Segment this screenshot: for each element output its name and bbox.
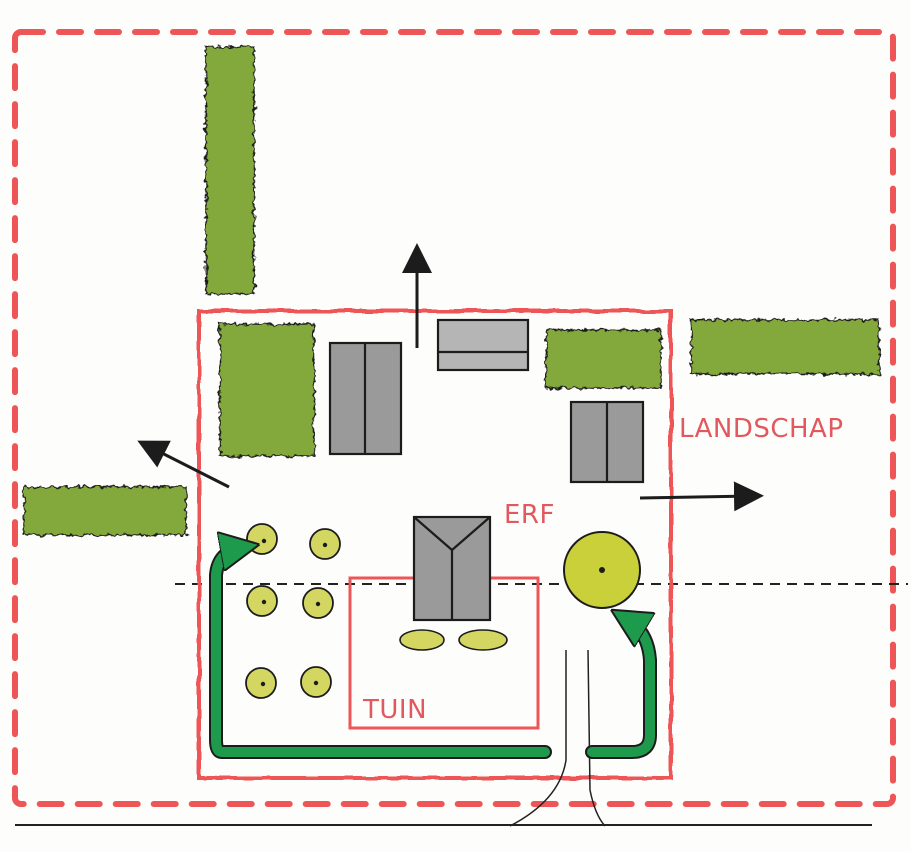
arrow-west: [137, 440, 230, 489]
hedge-vertical-north: [205, 46, 255, 295]
arrow-east: [639, 481, 764, 512]
shrub: [399, 629, 445, 651]
tree-small: [245, 667, 277, 699]
tree-small: [246, 585, 278, 617]
label-landscape: LANDSCHAP: [679, 414, 844, 444]
yard-tree-trunk: [599, 567, 605, 573]
shed-north: [436, 318, 530, 372]
hedges: [23, 46, 880, 536]
orchard-trees: [245, 523, 341, 699]
hedge-strip-east: [690, 319, 880, 375]
garden-shrubs: [399, 629, 508, 651]
shrub: [458, 629, 508, 651]
driveway-right-edge: [587, 649, 606, 827]
orchard-tree-trunks: [260, 538, 328, 687]
label-yard: ERF: [504, 500, 555, 530]
yard-boundary: [197, 309, 673, 780]
hedge-block-east: [545, 329, 662, 389]
buildings: [328, 318, 645, 622]
driveway-left-edge: [509, 650, 567, 827]
label-garden: TUIN: [362, 695, 427, 725]
hedge-block-west: [219, 323, 315, 457]
tree-small: [246, 523, 278, 555]
hedge-strip-west: [23, 486, 187, 536]
site-boundary-dashed: [12, 29, 896, 807]
